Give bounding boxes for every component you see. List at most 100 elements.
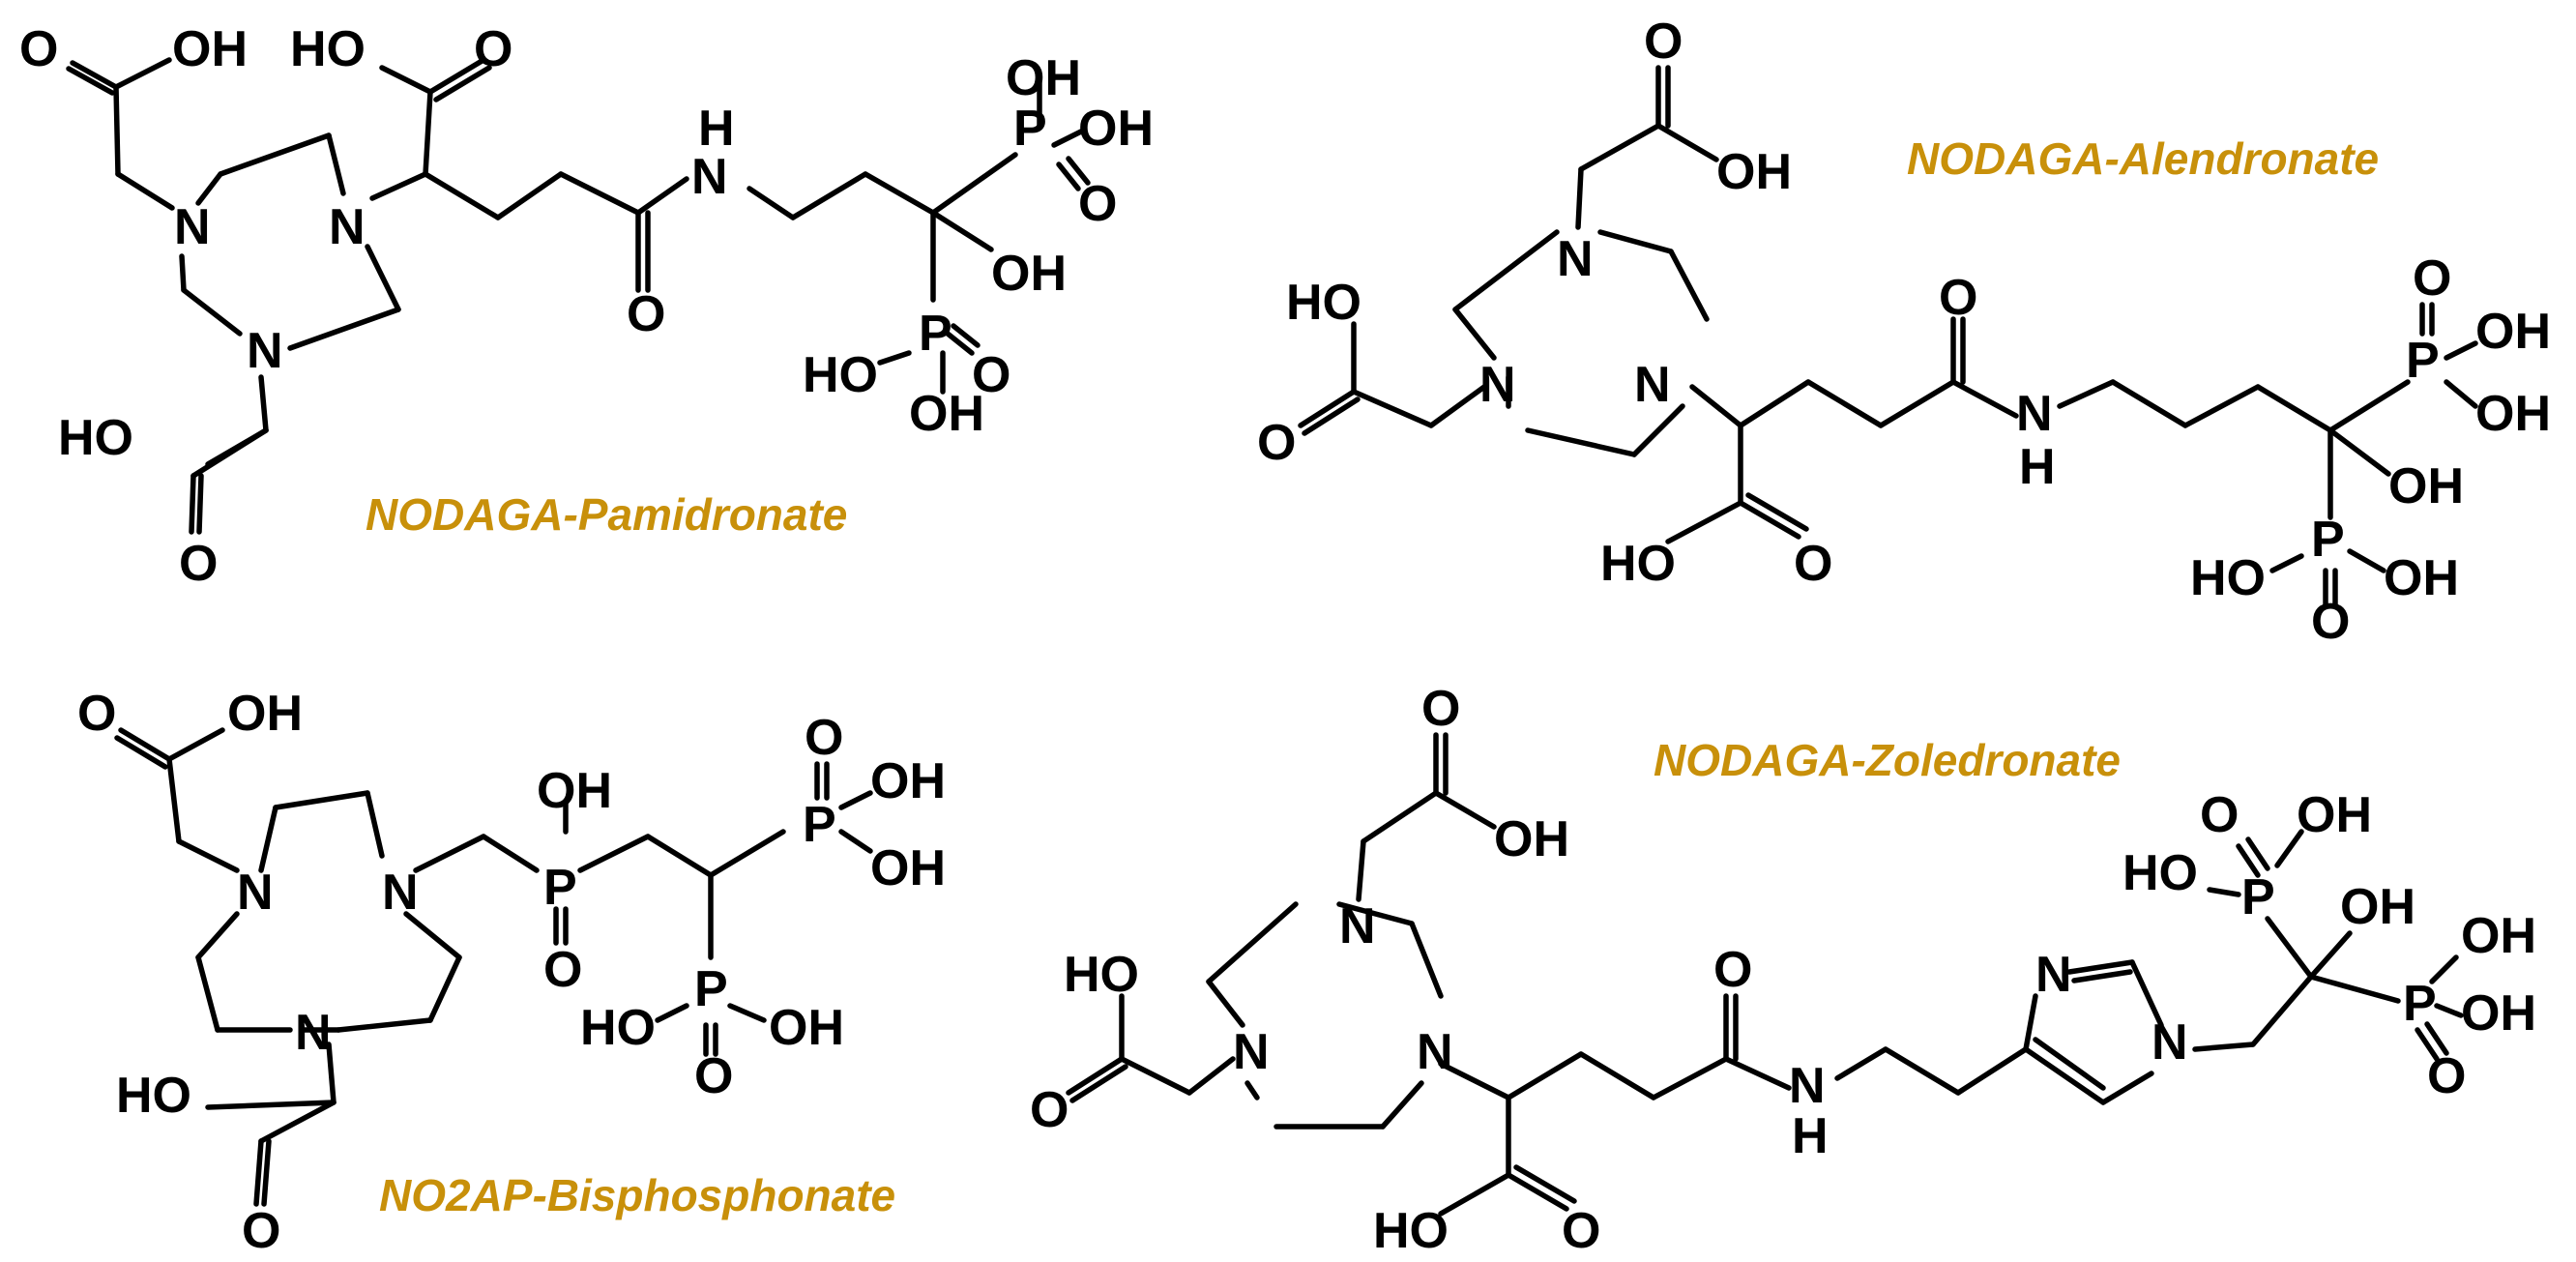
atom-label: OH	[769, 1000, 844, 1056]
atom-labels: O OH HO O N N N HO O O H N OH OH P O OH …	[19, 21, 1154, 592]
structure-nodaga-pamidronate: O OH HO O N N N HO O O H N OH OH P O OH …	[19, 21, 1154, 592]
atom-label: OH	[1716, 144, 1792, 200]
atom-label: HO	[2122, 845, 2198, 901]
atom-label: HO	[803, 347, 878, 403]
atom-label: P	[2241, 869, 2275, 925]
atom-label: O	[19, 21, 58, 77]
atom-label: O	[77, 686, 116, 742]
atom-label: OH	[2388, 458, 2464, 514]
bonds	[114, 727, 873, 1207]
structure-nodaga-alendronate: O OH N N N HO O HO O O N H O P OH OH OH …	[1257, 14, 2551, 650]
caption-nodaga-pamidronate: NODAGA-Pamidronate	[366, 489, 847, 540]
atom-label: HO	[2190, 550, 2266, 606]
atom-label: O	[2311, 594, 2350, 650]
atom-label: P	[2406, 333, 2440, 389]
atom-label: P	[919, 306, 952, 362]
atom-label: HO	[1373, 1203, 1449, 1259]
atom-label: N	[2152, 1014, 2188, 1071]
atom-label: O	[1421, 681, 1460, 737]
atom-label: OH	[870, 840, 946, 896]
caption-no2ap-bisphosphonate: NO2AP-Bisphosphonate	[379, 1170, 895, 1220]
atom-label: N	[329, 199, 366, 255]
atom-label: OH	[537, 763, 612, 819]
atom-label: OH	[1494, 811, 1569, 867]
atom-label: N	[1557, 231, 1594, 287]
bonds	[1066, 732, 2464, 1217]
atom-label: O	[242, 1203, 280, 1259]
atom-label: O	[1713, 942, 1752, 998]
bonds	[66, 57, 1091, 535]
atom-label: O	[805, 710, 843, 766]
atom-label: O	[474, 21, 512, 77]
atom-label: P	[1013, 101, 1047, 157]
atom-label: O	[2200, 787, 2239, 843]
atom-label: OH	[1006, 50, 1081, 106]
atom-label: P	[2311, 512, 2345, 568]
caption-nodaga-zoledronate: NODAGA-Zoledronate	[1654, 735, 2121, 785]
atom-label: OH	[2297, 787, 2372, 843]
atom-label: N	[1233, 1024, 1270, 1080]
atom-label: N	[1634, 357, 1671, 413]
atom-label: OH	[172, 21, 248, 77]
atom-labels: O OH N N N HO O HO O O N H O P OH OH OH …	[1257, 14, 2551, 650]
atom-label: OH	[2475, 304, 2551, 360]
atom-label: O	[543, 942, 582, 998]
atom-label: O	[1562, 1203, 1600, 1259]
atom-label: HO	[58, 410, 133, 466]
atom-label: O	[627, 286, 665, 342]
atom-label: O	[1794, 536, 1832, 592]
structure-no2ap-bisphosphonate: O OH N N N HO O OH P O O P OH OH P HO OH…	[77, 686, 946, 1259]
atom-label: OH	[991, 246, 1067, 302]
atom-label: HO	[290, 21, 366, 77]
atom-label: HO	[580, 1000, 656, 1056]
atom-label: OH	[2384, 550, 2459, 606]
atom-label: P	[694, 961, 728, 1017]
atom-label: OH	[870, 753, 946, 809]
atom-label: H	[698, 101, 735, 157]
atom-label: O	[1257, 415, 1296, 471]
atom-labels: O OH N N N HO O OH P O O P OH OH P HO OH…	[77, 686, 946, 1259]
atom-label: N	[691, 149, 728, 205]
atom-label: N	[2035, 947, 2072, 1003]
atom-label: P	[2403, 976, 2437, 1032]
atom-label: O	[2413, 250, 2451, 307]
atom-label: N	[1339, 898, 1376, 954]
atom-label: H	[1792, 1108, 1829, 1164]
atom-label: O	[179, 536, 218, 592]
atom-label: H	[2019, 439, 2056, 495]
atom-label: N	[382, 865, 419, 921]
atom-label: OH	[227, 686, 303, 742]
atom-label: OH	[2461, 908, 2536, 964]
atom-label: O	[1644, 14, 1683, 70]
atom-label: N	[174, 199, 211, 255]
bonds	[1298, 65, 2478, 607]
atom-label: OH	[909, 386, 984, 442]
atom-label: O	[972, 347, 1010, 403]
atom-label: HO	[1600, 536, 1676, 592]
atom-label: N	[247, 323, 283, 379]
atom-label: O	[2427, 1048, 2466, 1104]
atom-label: N	[1479, 357, 1516, 413]
atom-label: O	[1939, 270, 1977, 326]
atom-label: OH	[2340, 879, 2415, 935]
caption-nodaga-alendronate: NODAGA-Alendronate	[1907, 133, 2379, 184]
atom-label: OH	[1078, 101, 1154, 157]
atom-label: OH	[2475, 386, 2551, 442]
atom-label: N	[1417, 1024, 1453, 1080]
atom-label: HO	[1064, 947, 1139, 1003]
atom-label: P	[543, 860, 577, 916]
atom-label: O	[1030, 1082, 1068, 1138]
atom-label: N	[295, 1005, 332, 1061]
atom-label: HO	[1286, 275, 1361, 331]
atom-label: O	[1078, 176, 1117, 232]
atom-label: OH	[2461, 985, 2536, 1042]
atom-label: HO	[116, 1068, 191, 1124]
atom-label: N	[237, 865, 274, 921]
atom-label: O	[694, 1048, 733, 1104]
atom-label: N	[1789, 1058, 1826, 1114]
structure-nodaga-zoledronate: O OH N N N HO O HO O O N H N N O OH HO P…	[1030, 681, 2536, 1259]
atom-label: P	[803, 797, 836, 853]
atom-labels: O OH N N N HO O HO O O N H N N O OH HO P…	[1030, 681, 2536, 1259]
